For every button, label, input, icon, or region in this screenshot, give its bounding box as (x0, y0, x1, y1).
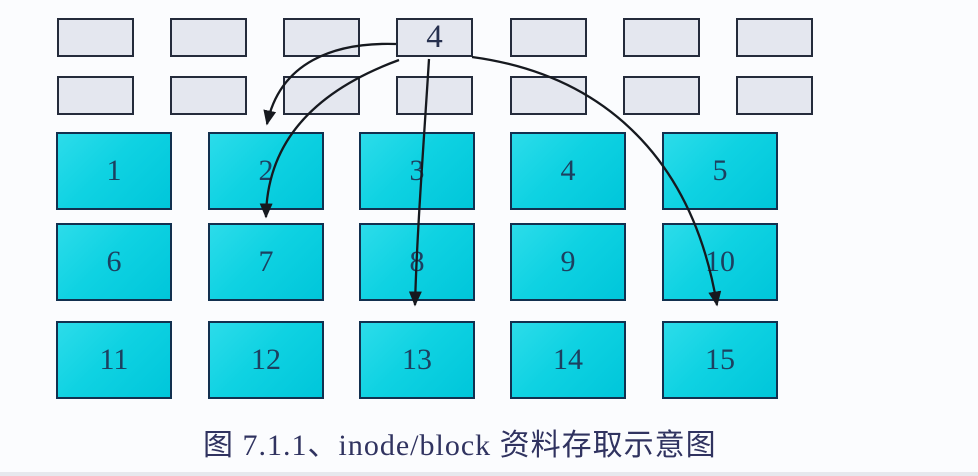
inode-slot (623, 76, 700, 115)
inode-slot (283, 18, 360, 57)
inode-slot (510, 18, 587, 57)
inode-slot (283, 76, 360, 115)
block-3: 3 (359, 132, 475, 210)
block-10: 10 (662, 223, 778, 301)
block-4: 4 (510, 132, 626, 210)
inode-slot (623, 18, 700, 57)
inode-slot (736, 18, 813, 57)
block-6: 6 (56, 223, 172, 301)
block-12: 12 (208, 321, 324, 399)
inode-box-4: 4 (396, 18, 473, 57)
block-14: 14 (510, 321, 626, 399)
bottom-edge-strip (0, 472, 978, 476)
block-9: 9 (510, 223, 626, 301)
inode-slot (736, 76, 813, 115)
inode-slot (170, 76, 247, 115)
block-7: 7 (208, 223, 324, 301)
block-5: 5 (662, 132, 778, 210)
block-2: 2 (208, 132, 324, 210)
inode-slot (510, 76, 587, 115)
figure-caption: 图 7.1.1、inode/block 资料存取示意图 (203, 429, 717, 462)
inode-slot (57, 76, 134, 115)
block-15: 15 (662, 321, 778, 399)
block-11: 11 (56, 321, 172, 399)
block-13: 13 (359, 321, 475, 399)
inode-slot (396, 76, 473, 115)
inode-slot (170, 18, 247, 57)
block-1: 1 (56, 132, 172, 210)
inode-slot (57, 18, 134, 57)
block-8: 8 (359, 223, 475, 301)
